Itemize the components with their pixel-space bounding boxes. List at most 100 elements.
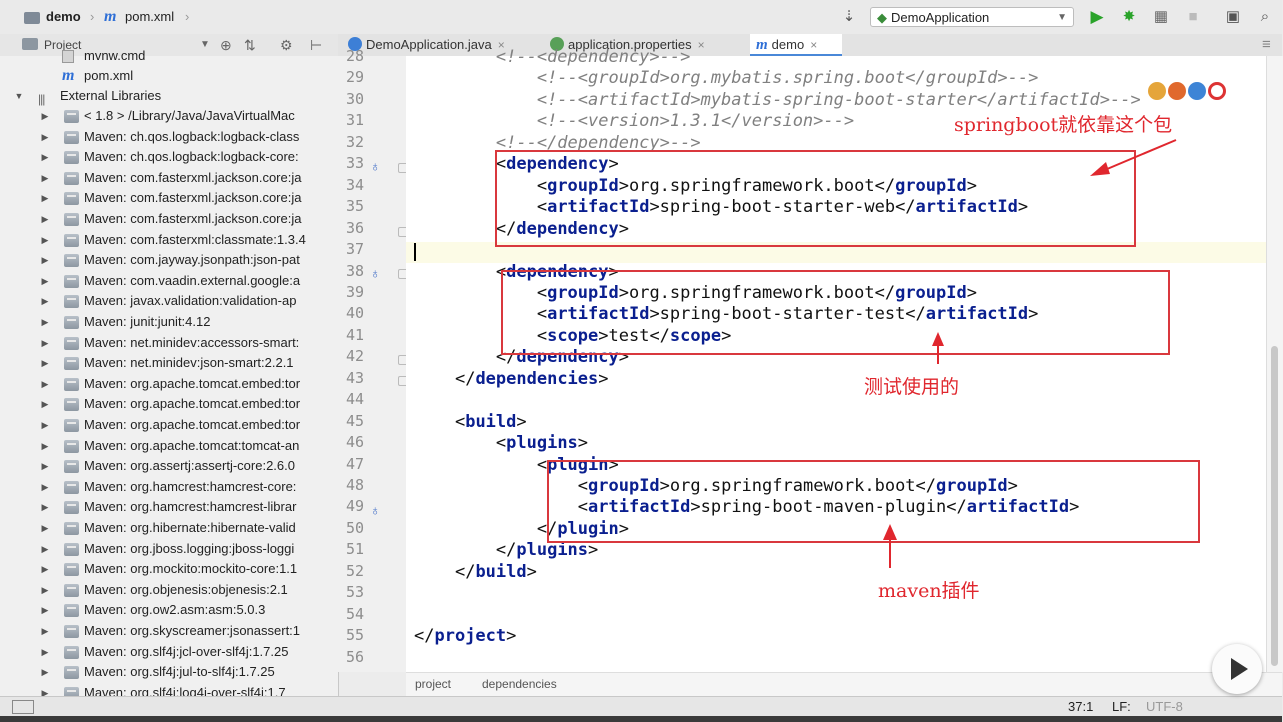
code-line[interactable]: <scope>test</scope> bbox=[414, 326, 732, 347]
library-jar-icon bbox=[64, 171, 79, 185]
tree-item-label: Maven: org.hamcrest:hamcrest-core: bbox=[84, 478, 297, 494]
collapsed-arrow-icon[interactable]: ▶ bbox=[41, 420, 49, 430]
nav-file[interactable]: pom.xml bbox=[125, 9, 175, 24]
code-line[interactable]: <groupId>org.springframework.boot</group… bbox=[414, 476, 1018, 497]
code-line[interactable]: </plugin> bbox=[414, 519, 629, 540]
code-line[interactable]: <!--<artifactId>mybatis-spring-boot-star… bbox=[414, 90, 1141, 111]
code-line[interactable]: <build> bbox=[414, 412, 527, 433]
code-text: > bbox=[966, 282, 977, 303]
chevron-down-icon[interactable]: ▼ bbox=[200, 39, 210, 50]
collapsed-arrow-icon[interactable]: ▶ bbox=[41, 172, 49, 183]
collapsed-arrow-icon[interactable]: ▶ bbox=[41, 337, 49, 348]
code-line[interactable]: </dependency> bbox=[414, 219, 629, 240]
collapsed-arrow-icon[interactable]: ▶ bbox=[41, 523, 49, 533]
collapsed-arrow-icon[interactable]: ▶ bbox=[41, 399, 49, 410]
cursor-position[interactable]: 37:1 bbox=[1068, 699, 1094, 714]
close-icon[interactable]: × bbox=[697, 38, 705, 52]
collapsed-arrow-icon[interactable]: ▶ bbox=[41, 564, 49, 575]
opera-icon[interactable] bbox=[1208, 82, 1226, 100]
run-config-select[interactable]: ◆DemoApplication ▼ bbox=[870, 7, 1074, 27]
override-marker-icon[interactable]: ♁ bbox=[370, 502, 381, 518]
collapsed-arrow-icon[interactable]: ▶ bbox=[41, 605, 49, 616]
build-icon[interactable]: ⇣ bbox=[842, 8, 856, 25]
collapsed-arrow-icon[interactable]: ▶ bbox=[41, 193, 49, 204]
code-line[interactable]: </build> bbox=[414, 562, 537, 583]
collapsed-arrow-icon[interactable]: ▶ bbox=[41, 152, 49, 163]
collapsed-arrow-icon[interactable]: ▶ bbox=[41, 234, 49, 245]
chrome-icon[interactable] bbox=[1148, 82, 1166, 100]
tab-application-properties[interactable]: application.properties× bbox=[546, 34, 750, 56]
code-editor[interactable]: <!--<dependency>--> <!--<groupId>org.myb… bbox=[406, 47, 1266, 672]
override-marker-icon[interactable]: ♁ bbox=[370, 265, 381, 281]
collapsed-arrow-icon[interactable]: ▶ bbox=[41, 687, 49, 698]
close-icon[interactable]: × bbox=[497, 38, 505, 52]
tree-item-label: Maven: com.fasterxml:classmate:1.3.4 bbox=[84, 231, 306, 247]
code-line[interactable]: <groupId>org.springframework.boot</group… bbox=[414, 283, 977, 304]
collapsed-arrow-icon[interactable]: ▶ bbox=[41, 481, 49, 492]
collapsed-arrow-icon[interactable]: ▶ bbox=[41, 461, 49, 472]
run-icon[interactable]: ▶ bbox=[1090, 7, 1104, 26]
debug-icon[interactable]: ✸ bbox=[1122, 8, 1136, 25]
firefox-icon[interactable] bbox=[1168, 82, 1186, 100]
collapsed-arrow-icon[interactable]: ▶ bbox=[41, 502, 49, 513]
code-text: < bbox=[536, 304, 548, 325]
gear-icon[interactable]: ⚙ bbox=[280, 37, 293, 53]
code-line[interactable]: <artifactId>spring-boot-maven-plugin</ar… bbox=[414, 497, 1080, 518]
collapsed-arrow-icon[interactable]: ▶ bbox=[41, 626, 49, 636]
collapse-icon[interactable]: ⇅ bbox=[244, 37, 256, 53]
code-line[interactable]: </dependencies> bbox=[414, 369, 609, 390]
collapsed-arrow-icon[interactable]: ▶ bbox=[41, 296, 49, 307]
collapsed-arrow-icon[interactable]: ▶ bbox=[41, 131, 49, 142]
breadcrumb-dependencies[interactable]: dependencies bbox=[482, 677, 557, 691]
collapsed-arrow-icon[interactable]: ▶ bbox=[41, 646, 49, 657]
code-line[interactable]: <plugins> bbox=[414, 433, 588, 454]
collapsed-arrow-icon[interactable]: ▶ bbox=[41, 317, 49, 327]
code-text: < bbox=[536, 197, 548, 218]
play-button[interactable] bbox=[1212, 644, 1262, 694]
project-structure-icon[interactable]: ▣ bbox=[1225, 8, 1241, 25]
collapsed-arrow-icon[interactable]: ▶ bbox=[41, 275, 49, 286]
editor-scrollbar[interactable] bbox=[1266, 56, 1283, 672]
line-separator[interactable]: LF: bbox=[1112, 699, 1131, 714]
collapsed-arrow-icon[interactable]: ▶ bbox=[41, 667, 49, 678]
collapsed-arrow-icon[interactable]: ▶ bbox=[41, 543, 49, 554]
code-text: < bbox=[577, 497, 589, 518]
code-line[interactable]: </project> bbox=[414, 626, 516, 647]
collapsed-arrow-icon[interactable]: ▶ bbox=[41, 584, 49, 595]
code-line[interactable]: <artifactId>spring-boot-starter-test</ar… bbox=[414, 304, 1039, 325]
tab-menu-icon[interactable]: ≡ bbox=[1262, 36, 1271, 53]
code-line[interactable]: <!--<dependency>--> bbox=[414, 47, 690, 68]
code-line[interactable]: <!--<version>1.3.1</version>--> bbox=[414, 111, 854, 132]
coverage-icon[interactable]: ▦ bbox=[1153, 8, 1169, 25]
expanded-arrow-icon[interactable]: ▼ bbox=[14, 91, 24, 101]
collapsed-arrow-icon[interactable]: ▶ bbox=[41, 440, 49, 451]
tab-demoapplication-java[interactable]: DemoApplication.java× bbox=[344, 34, 542, 56]
code-line[interactable]: <artifactId>spring-boot-starter-web</art… bbox=[414, 197, 1028, 218]
collapsed-arrow-icon[interactable]: ▶ bbox=[41, 378, 49, 389]
stop-icon[interactable]: ■ bbox=[1188, 8, 1198, 25]
close-icon[interactable]: × bbox=[810, 38, 818, 52]
code-line[interactable]: <!--</dependency>--> bbox=[414, 133, 701, 154]
hide-panel-icon[interactable]: ⊢ bbox=[310, 37, 323, 53]
collapsed-arrow-icon[interactable]: ▶ bbox=[41, 214, 49, 224]
nav-project[interactable]: demo bbox=[46, 9, 81, 24]
search-icon[interactable]: ⌕ bbox=[1260, 8, 1270, 25]
code-line[interactable]: <plugin> bbox=[414, 455, 619, 476]
safari-icon[interactable] bbox=[1188, 82, 1206, 100]
project-panel-title[interactable]: Project bbox=[44, 38, 82, 52]
breadcrumb-project[interactable]: project bbox=[415, 677, 452, 691]
code-line[interactable]: <!--<groupId>org.mybatis.spring.boot</gr… bbox=[414, 68, 1039, 89]
override-marker-icon[interactable]: ♁ bbox=[370, 158, 381, 174]
code-line[interactable]: <dependency> bbox=[414, 154, 619, 175]
target-icon[interactable]: ⊕ bbox=[220, 37, 232, 53]
code-line[interactable]: </plugins> bbox=[414, 540, 598, 561]
scrollbar-thumb[interactable] bbox=[1271, 346, 1278, 666]
collapsed-arrow-icon[interactable]: ▶ bbox=[41, 358, 49, 369]
collapsed-arrow-icon[interactable]: ▶ bbox=[41, 255, 49, 266]
file-encoding[interactable]: UTF-8 bbox=[1146, 699, 1183, 714]
tool-windows-icon[interactable] bbox=[12, 700, 34, 714]
collapsed-arrow-icon[interactable]: ▶ bbox=[41, 111, 49, 121]
xml-tag-name: groupId bbox=[547, 175, 619, 196]
code-line[interactable]: <groupId>org.springframework.boot</group… bbox=[414, 176, 977, 197]
